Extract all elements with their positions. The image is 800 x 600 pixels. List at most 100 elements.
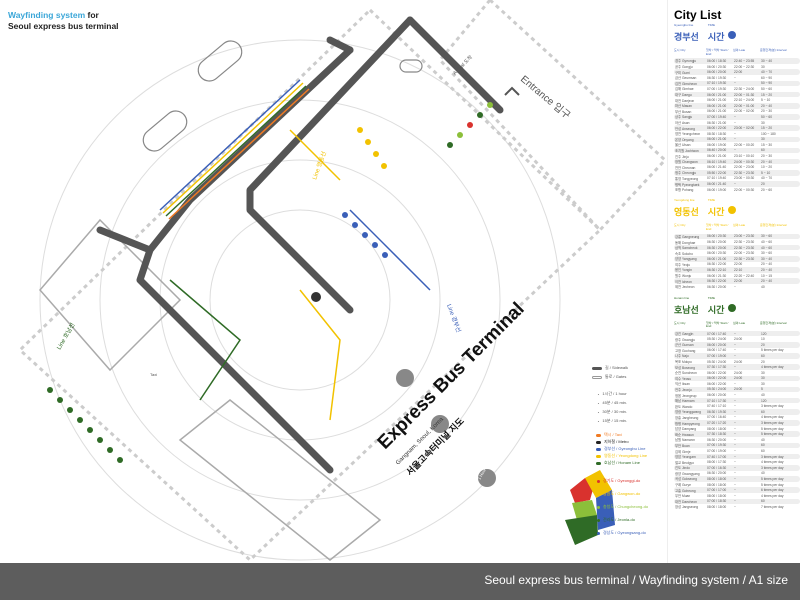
table-cell: 60 [761,449,765,454]
gate-swatch [592,375,602,379]
table-cell: 06:00 / 22:00 [707,376,727,381]
table-cell: 5 times per day [761,432,784,437]
table-cell: 4 times per day [761,460,784,465]
table-cell: 30 [761,120,765,125]
table-cell: 07:00 / 17:00 [707,488,727,493]
table-cell: ~ [734,421,736,426]
table-cell: ~ [734,476,736,481]
table-cell: 마산 Masan [675,104,692,109]
table-cell: 24:00 [734,387,743,392]
table-cell: 20 [761,359,765,364]
line-honam-label: Line 호남선 [55,321,77,351]
table-cell: ~ [734,137,736,142]
table-cell: ~ [734,148,736,153]
table-cell: 15 ~ 20 [761,126,773,131]
table-cell: 06:00 / 21:00 [707,154,727,159]
table-cell: 22:00 [734,262,743,267]
table-cell: 5 times per day [761,482,784,487]
table-cell: ~ [734,75,736,80]
table-cell: 창원 Changwon [675,160,698,165]
table-cell: 06:30 / 22:10 [707,267,727,272]
column-header: 운행간격(분) Interval [760,223,787,228]
table-cell: ~ [734,488,736,493]
table-cell: 22:00 ~ 23:00 [734,165,755,170]
table-cell: 30 ~ 60 [761,234,773,239]
table-cell: 08:00 / 18:00 [707,504,727,509]
table-cell: 06:00 / 20:30 [707,234,727,239]
table-cell: 3 times per day [761,465,784,470]
table-cell: 4 times per day [761,415,784,420]
table-cell: ~ [734,182,736,187]
legend-time-item: ◔1시간 / 1 hour [597,391,627,397]
legend-line-label: 영동선 / Yeongdong Line [604,453,648,458]
table-cell: 30 ~ 40 [761,58,773,63]
table-cell: 24:00 [734,359,743,364]
table-cell: ~ [734,284,736,289]
terminal-map: Entrance 입구 Arrival 도착 Express Bus Termi… [17,0,665,563]
table-cell: 30 ~ 60 [761,251,773,256]
table-cell: 3 times per day [761,421,784,426]
table-cell: 전주 Jeonju [675,387,692,392]
table-cell: 제천 Jecheon [675,285,695,290]
table-cell: ~ [734,443,736,448]
table-cell: 60 [761,443,765,448]
table-cell: 06:30 / 19:30 [707,75,727,80]
table-cell: 30 [761,381,765,386]
line-swatch [596,447,601,451]
table-cell: 08:00 / 18:00 [707,476,727,481]
table-cell: 06:00 / 22:00 [707,381,727,386]
table-cell: 30 ~ 40 [761,256,773,261]
column-header: 도시 City [674,223,686,228]
table-cell: 대구 Daegu [675,93,692,98]
table-cell: 곡성 Gokseong [675,477,698,482]
table-cell: 06:00 / 21:00 [707,109,727,114]
table-cell: 강진 Gangjin [675,332,694,337]
legend-line-label: 경부선 / Gyeongbu Line [604,446,646,451]
table-cell: 60 [761,353,765,358]
legend-time-label: 45분 / 45 min. [602,400,628,405]
table-cell: 40 ~ 60 [761,240,773,245]
table-cell: 40 ~ 70 [761,70,773,75]
table-cell: 06:00 / 18:30 [707,58,727,63]
table-cell: 40 [761,284,765,289]
table-cell: 06:00 / 21:00 [707,98,727,103]
legend-line-item: 영동선 / Yeongdong Line [596,453,647,459]
legend-region-item: 강원도 / Gangwon-do [597,491,640,497]
table-cell: ~ [734,471,736,476]
column-header: 첫차 / 막차 Start / End [706,48,729,56]
region-dot [597,505,600,509]
legend-path-item: 통로 / Gates [592,374,626,380]
table-cell: 삼척 Samcheok [675,246,698,251]
table-cell: 보성 Boseong [675,365,695,370]
table-cell: 07:40 / 17:10 [707,404,727,409]
line-gyeongbu-label: Line 경부선 [445,303,463,334]
table-cell: ~ [734,348,736,353]
table-cell: 07:30 / 18:30 [707,432,727,437]
table-cell: 06:00 / 17:40 [707,348,727,353]
entrance-label: Entrance 입구 [518,72,573,121]
